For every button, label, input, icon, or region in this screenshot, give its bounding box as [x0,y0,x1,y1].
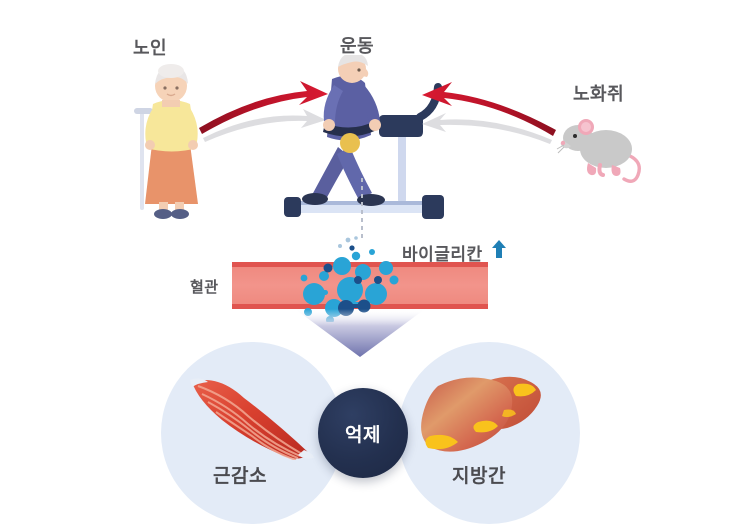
mouse-icon [556,119,641,183]
outcome-circle-inhibit: 억제 [318,388,408,478]
curved-red-arrow-left-icon [422,82,556,144]
label-aged-mouse: 노화쥐 [573,84,625,104]
man-walking-treadmill-icon [284,55,444,219]
biglycan-particles-icon [300,236,399,322]
curved-red-arrow-right-icon [199,81,328,142]
down-triangle-arrow-icon [295,309,425,357]
label-biglycan: 바이글리칸 [402,245,483,264]
label-elderly: 노인 [133,38,168,58]
up-arrow-icon [492,240,506,258]
label-inhibit: 억제 [345,424,381,446]
elderly-woman-with-cane-icon [134,64,198,219]
dotted-line-icon [361,178,363,240]
label-fatty-liver: 지방간 [452,466,506,487]
skeletal-muscle-icon [190,378,314,460]
label-exercise: 운동 [340,36,375,56]
fatty-liver-icon [421,376,541,452]
label-vessel: 혈관 [190,279,219,296]
label-sarcopenia: 근감소 [213,466,267,487]
